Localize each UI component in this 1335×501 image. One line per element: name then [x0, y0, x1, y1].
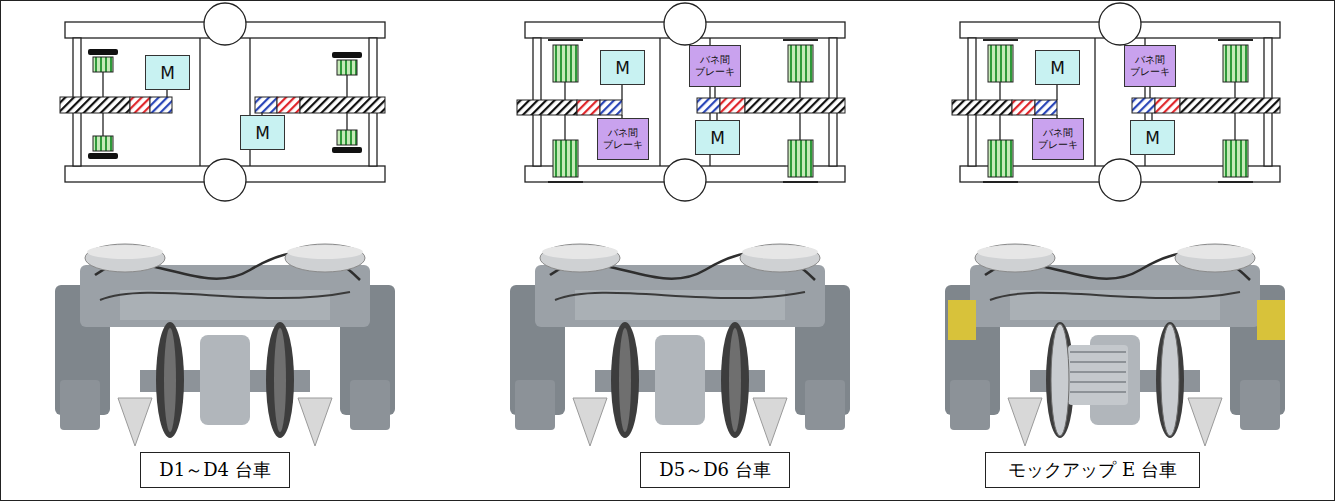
caption-box: D5～D6 台車	[640, 452, 790, 488]
box-label: M	[1145, 128, 1160, 148]
box-label: M	[1050, 58, 1065, 78]
motor-box: M	[1035, 50, 1080, 85]
box-label: バネ間 ブレーキ	[1033, 127, 1083, 151]
brake-box: バネ間 ブレーキ	[597, 118, 649, 160]
axles-gears	[60, 49, 385, 159]
motor-box: M	[240, 115, 285, 150]
bogie-photo	[55, 244, 395, 446]
bogie-photo	[510, 244, 850, 446]
box-label: モックアップ E 台車	[1008, 458, 1177, 482]
box-label: M	[710, 128, 725, 148]
axles-gears	[952, 40, 1280, 182]
box-label: D1～D4 台車	[159, 458, 271, 482]
box-label: M	[615, 58, 630, 78]
brake-box: バネ間 ブレーキ	[1124, 45, 1176, 87]
bogie-photo	[945, 244, 1285, 446]
box-label: M	[160, 63, 175, 83]
caption-box: モックアップ E 台車	[985, 452, 1200, 488]
brake-box: バネ間 ブレーキ	[689, 45, 741, 87]
mockup-details	[948, 300, 1285, 436]
axles-gears	[517, 40, 845, 182]
motor-box: M	[145, 55, 190, 90]
box-label: バネ間 ブレーキ	[598, 127, 648, 151]
caption-box: D1～D4 台車	[140, 452, 290, 488]
motor-box: M	[600, 50, 645, 85]
box-label: バネ間 ブレーキ	[1125, 54, 1175, 78]
box-label: バネ間 ブレーキ	[690, 54, 740, 78]
box-label: D5～D6 台車	[659, 458, 771, 482]
brake-box: バネ間 ブレーキ	[1032, 118, 1084, 160]
box-label: M	[255, 123, 270, 143]
motor-box: M	[1130, 120, 1175, 155]
motor-box: M	[695, 120, 740, 155]
